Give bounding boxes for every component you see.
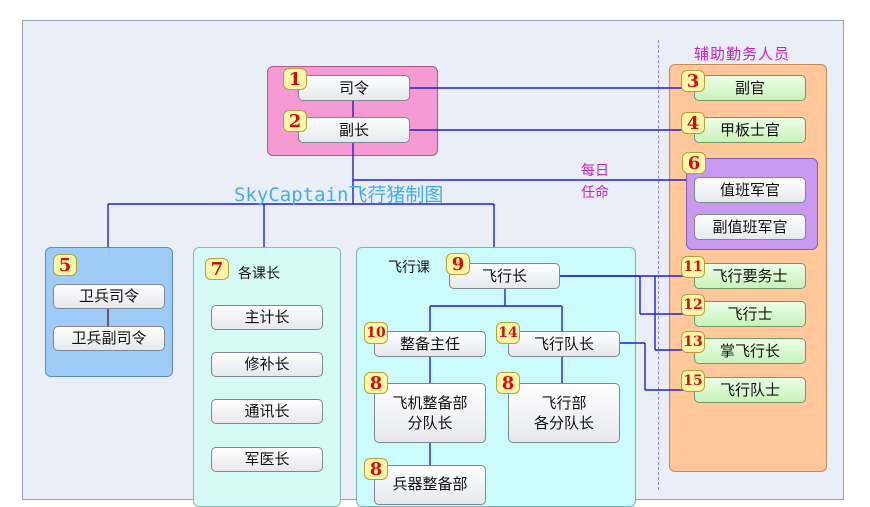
- badge-3: 3: [681, 70, 705, 92]
- flight-division-box: 飞行部 各分队长: [508, 383, 620, 443]
- badge-6: 6: [682, 152, 706, 174]
- divider-line: [658, 40, 659, 490]
- department-item-comms: 通讯长: [211, 399, 323, 424]
- department-item-accounting: 主计长: [211, 305, 323, 330]
- badge-8-flight: 8: [496, 372, 520, 394]
- badge-10: 10: [364, 322, 388, 344]
- badge-15: 15: [681, 370, 705, 392]
- daily-duty-label-1: 每日: [581, 163, 609, 179]
- adjutant-box: 副官: [694, 75, 806, 101]
- flight-division-line2: 各分队长: [533, 414, 594, 432]
- connector-lines: [107, 87, 700, 465]
- aircraft-maintenance-line1: 飞机整备部: [392, 393, 468, 412]
- commander-box: 司令: [298, 75, 410, 101]
- guard-commander-box: 卫兵司令: [53, 284, 165, 309]
- deputy-duty-officer-box: 副值班军官: [694, 214, 806, 240]
- department-item-medical: 军医长: [211, 447, 323, 472]
- org-chart-canvas: SkyCaptain飞荇猪制图 辅助勤务人员 每日 任命 司令 1 副长 2 副…: [22, 20, 844, 507]
- department-title: 各课长: [238, 266, 280, 282]
- flight-head-box: 飞行长: [449, 263, 560, 289]
- squadron-crew-box: 飞行队士: [694, 377, 806, 403]
- badge-2: 2: [283, 110, 307, 132]
- deputy-commander-box: 副长: [298, 117, 410, 143]
- badge-1: 1: [283, 68, 307, 90]
- weapons-maintenance-box: 兵器整备部: [374, 465, 486, 505]
- squadron-leader-box: 飞行队长: [508, 331, 620, 357]
- aircraft-maintenance-line2: 分队长: [407, 414, 453, 432]
- badge-5: 5: [53, 254, 77, 276]
- badge-9: 9: [446, 253, 470, 275]
- flight-section-group: [356, 247, 636, 507]
- badge-8-aircraft: 8: [364, 372, 388, 394]
- watermark-text: SkyCaptain飞荇猪制图: [234, 184, 444, 206]
- aux-staff-title: 辅助勤务人员: [694, 45, 791, 63]
- flight-division-line1: 飞行部: [541, 393, 587, 412]
- daily-duty-label-2: 任命: [581, 185, 609, 201]
- maintenance-chief-box: 整备主任: [374, 331, 486, 357]
- badge-8-weapons: 8: [364, 458, 388, 480]
- duty-officer-box: 值班军官: [694, 177, 806, 203]
- aircraft-maintenance-box: 飞机整备部 分队长: [374, 383, 486, 443]
- badge-7: 7: [205, 258, 229, 280]
- flight-section-label: 飞行课: [388, 260, 430, 276]
- badge-11: 11: [681, 256, 705, 278]
- department-item-repair: 修补长: [211, 352, 323, 377]
- badge-12: 12: [681, 294, 705, 316]
- flight-ops-box: 飞行要务士: [694, 263, 806, 289]
- guard-deputy-box: 卫兵副司令: [53, 326, 165, 351]
- badge-4: 4: [681, 112, 705, 134]
- badge-13: 13: [681, 331, 705, 353]
- badge-14: 14: [496, 322, 520, 344]
- flight-crew-box: 飞行士: [694, 301, 806, 327]
- deck-officer-box: 甲板士官: [694, 117, 806, 143]
- flight-master-box: 掌飞行长: [694, 338, 806, 364]
